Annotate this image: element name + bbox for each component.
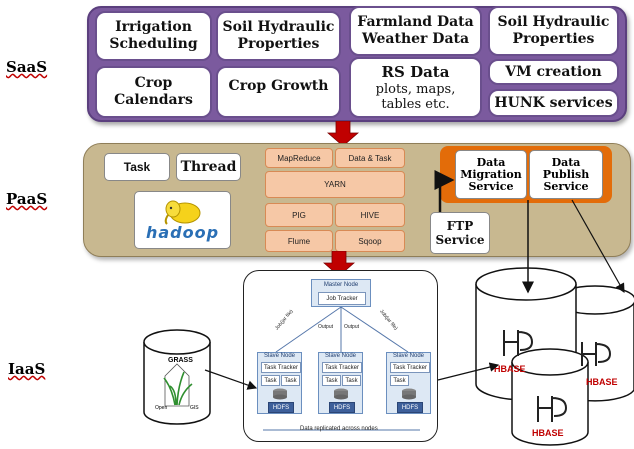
rs-data-sub1: plots, maps, (375, 82, 456, 97)
migration-line3: Service (468, 179, 514, 193)
crop-cal-line2: Calendars (114, 92, 193, 108)
farmland-line1: Farmland Data (357, 14, 474, 30)
flume-box: Flume (265, 230, 333, 252)
disk-icon-2 (334, 388, 348, 400)
task-1b: Task (281, 375, 300, 386)
data-task-box: Data & Task (335, 148, 405, 168)
saas-layer-label: SaaS (6, 58, 48, 76)
hbase-label-1: HBASE (494, 364, 526, 374)
paas-layer-label: PaaS (6, 190, 48, 208)
output-label-left: Output (318, 324, 334, 330)
rs-data-title: RS Data (381, 63, 450, 81)
soil-hydraulic-box-1: Soil Hydraulic Properties (216, 11, 341, 61)
irrigation-scheduling-box: Irrigation Scheduling (95, 11, 212, 61)
task-1a: Task (261, 375, 280, 386)
hdfs-1: HDFS (268, 402, 294, 413)
migration-line1: Data (476, 155, 506, 169)
hdfs-3: HDFS (397, 402, 423, 413)
soil2-line1: Soil Hydraulic (497, 14, 610, 30)
hbase-label-3: HBASE (532, 428, 564, 438)
hbase-label-2: HBASE (586, 377, 618, 387)
vm-creation-box: VM creation (488, 59, 619, 85)
hunk-services-label: HUNK services (494, 94, 613, 111)
gis-label: GIS (190, 405, 199, 411)
hive-box: HIVE (335, 203, 405, 227)
crop-cal-line1: Crop (134, 75, 173, 91)
crop-calendars-box: Crop Calendars (95, 66, 212, 118)
cluster-connectors (263, 306, 420, 431)
slave-node-2-label: Slave Node (324, 353, 357, 359)
task-tracker-1: Task Tracker (261, 362, 301, 373)
task-2b: Task (342, 375, 361, 386)
hadoop-elephant-icon (164, 200, 200, 225)
hbase-logo-icon-3 (537, 396, 568, 422)
slave-node-3: Slave Node Task Tracker Task HDFS (386, 352, 431, 414)
slave-node-1-label: Slave Node (263, 353, 296, 359)
disk-icon-3 (402, 388, 416, 400)
ftp-service-box: FTP Service (430, 212, 490, 254)
mapreduce-box: MapReduce (265, 148, 333, 168)
master-node: Master Node Job Tracker (311, 279, 371, 307)
job-tracker-box: Job Tracker (318, 292, 366, 305)
ftp-line2: Service (435, 233, 485, 247)
hbase-logo-icon-1 (503, 330, 534, 356)
thread-box: Thread (176, 153, 241, 181)
farmland-line2: Weather Data (361, 31, 470, 47)
grass-label: GRASS (168, 357, 193, 364)
crop-growth-box: Crop Growth (216, 66, 341, 118)
crop-growth-label: Crop Growth (228, 78, 329, 94)
soil1-line1: Soil Hydraulic (222, 19, 335, 35)
master-node-label: Master Node (323, 282, 359, 288)
iaas-layer-label: IaaS (8, 360, 46, 378)
pig-box: PIG (265, 203, 333, 227)
slave-node-1: Slave Node Task Tracker Task Task HDFS (257, 352, 302, 414)
hbase-cylinders (475, 267, 634, 446)
publish-line1: Data (551, 155, 581, 169)
disk-icon-1 (273, 388, 287, 400)
task-tracker-3: Task Tracker (390, 362, 430, 373)
open-label: Open (155, 405, 168, 411)
data-migration-service-box: Data Migration Service (455, 150, 527, 199)
yarn-box: YARN (265, 171, 405, 198)
grass-gis-cylinder (143, 329, 211, 425)
publish-line2: Publish (542, 167, 590, 181)
vm-creation-label: VM creation (505, 63, 602, 80)
data-publish-service-box: Data Publish Service (529, 150, 603, 199)
hadoop-logo: hadoop (134, 191, 231, 249)
output-label-right: Output (344, 324, 360, 330)
task-3a: Task (390, 375, 409, 386)
hadoop-wordmark: hadoop (145, 222, 220, 242)
data-replicated-label: Data replicated across nodes (300, 426, 378, 432)
farmland-weather-box: Farmland Data Weather Data (349, 6, 482, 56)
ftp-line1: FTP (446, 219, 474, 233)
slave-node-2: Slave Node Task Tracker Task Task HDFS (318, 352, 363, 414)
rs-data-sub2: tables etc. (381, 97, 450, 112)
hbase-logo-icon-2 (581, 342, 612, 366)
soil1-line2: Properties (237, 36, 320, 52)
task-2a: Task (322, 375, 341, 386)
soil-hydraulic-box-2: Soil Hydraulic Properties (488, 6, 619, 56)
irrigation-line1: Irrigation (115, 19, 192, 35)
hdfs-2: HDFS (329, 402, 355, 413)
sqoop-box: Sqoop (335, 230, 405, 252)
soil2-line2: Properties (512, 31, 595, 47)
slave-node-3-label: Slave Node (392, 353, 425, 359)
paas-to-iaas-arrow (323, 251, 355, 277)
irrigation-line2: Scheduling (109, 36, 198, 52)
task-tracker-2: Task Tracker (322, 362, 362, 373)
migration-line2: Migration (460, 167, 522, 181)
publish-line3: Service (543, 179, 589, 193)
saas-to-paas-arrow (327, 121, 359, 147)
rs-data-box: RS Data plots, maps, tables etc. (349, 57, 482, 118)
hunk-services-box: HUNK services (488, 89, 619, 117)
task-box: Task (104, 153, 170, 181)
